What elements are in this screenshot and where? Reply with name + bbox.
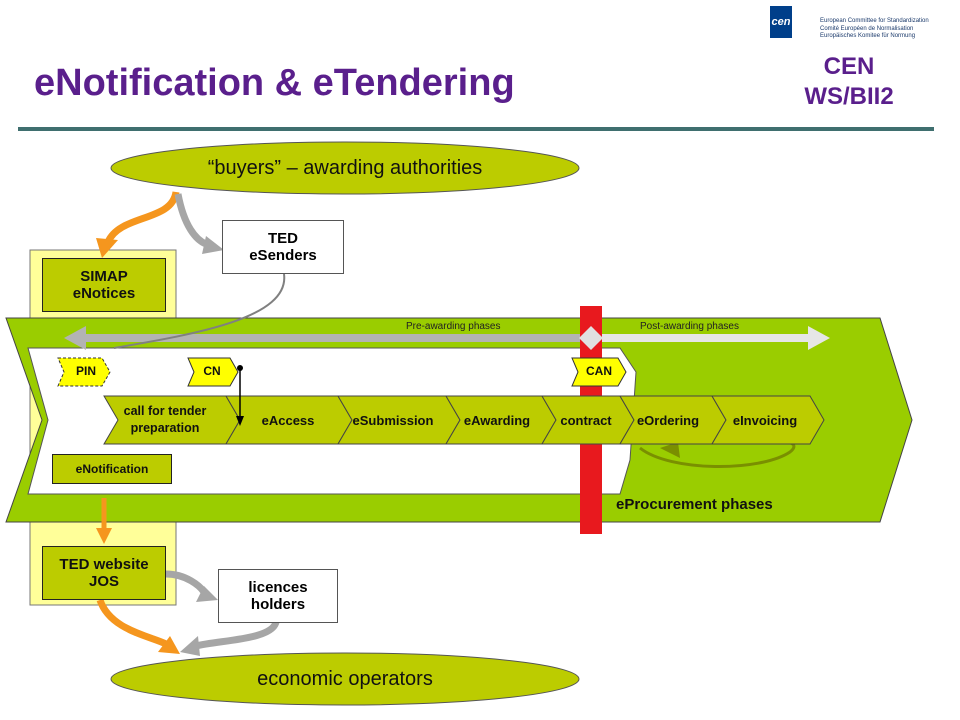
cen-organization-names: European Committee for Standardization C…: [820, 18, 960, 41]
ted-esenders-box: TED eSenders: [222, 220, 344, 274]
notice-can: CAN: [586, 364, 612, 378]
flow-ted-website-to-licences-head: [196, 586, 218, 602]
notice-shape-can: [571, 357, 627, 387]
ted-esenders-line2: eSenders: [249, 247, 317, 264]
ted-esenders-line1: TED: [268, 230, 298, 247]
simap-line2: eNotices: [72, 285, 136, 302]
step-call-for-tender-line2: preparation: [130, 421, 200, 435]
flow-ted-website-to-operators: [96, 598, 168, 648]
flow-licences-to-operators: [195, 620, 280, 650]
org-line-en: European Committee for Standardization: [820, 18, 929, 24]
flow-licences-to-operators-head: [180, 636, 200, 656]
pre-awarding-label: Pre-awarding phases: [406, 321, 501, 332]
ted-website-box: TED website JOS: [42, 546, 166, 600]
buyers-label: “buyers” – awarding authorities: [207, 156, 483, 179]
flow-buyers-to-ted: [174, 193, 208, 248]
cen-badge-line1: CEN: [823, 53, 875, 80]
org-line-de: Europäisches Komitee für Normung: [820, 33, 916, 39]
buyers-oval: “buyers” – awarding authorities: [111, 142, 579, 194]
cn-pointer-dot: [237, 365, 243, 371]
step-einvoicing: eInvoicing: [732, 413, 798, 428]
licences-box: licences holders: [218, 569, 338, 623]
title-divider: [18, 127, 934, 131]
notice-shape-cn: [187, 357, 239, 387]
cycle-arrowhead: [660, 442, 680, 458]
step-eaccess: eAccess: [261, 413, 315, 428]
phase-arrow-right-head: [808, 326, 830, 350]
notice-pin: PIN: [75, 364, 96, 378]
enotification-label: eNotification: [75, 462, 149, 476]
page-title: eNotification & eTendering: [34, 62, 515, 104]
phase-arrow-left-head: [64, 326, 86, 350]
step-esubmission: eSubmission: [352, 413, 434, 428]
step-shape-6: [711, 395, 825, 445]
award-divider-diamond: [579, 326, 603, 350]
flow-buyers-to-simap-head: [96, 238, 118, 258]
cen-badge: CEN WS/BII2: [790, 52, 908, 112]
licences-line1: licences: [248, 579, 308, 596]
cen-logo: cen: [770, 6, 792, 38]
licences-line2: holders: [250, 596, 306, 613]
simap-box: SIMAP eNotices: [42, 258, 166, 312]
ted-website-line2: JOS: [88, 573, 119, 590]
cen-badge-line2: WS/BII2: [804, 83, 894, 110]
buyers-oval-shape: [110, 141, 580, 195]
flow-buyers-to-simap: [104, 191, 180, 244]
post-awarding-label: Post-awarding phases: [640, 321, 739, 332]
notice-cn: CN: [203, 364, 221, 378]
step-eawarding: eAwarding: [463, 413, 531, 428]
step-eordering: eOrdering: [636, 413, 700, 428]
flow-enotification-to-ted-website-head: [96, 528, 112, 544]
step-call-for-tender: call for tender preparation: [100, 403, 230, 437]
step-contract: contract: [560, 413, 612, 428]
eprocurement-label: eProcurement phases: [616, 496, 773, 513]
operators-oval-shape: [110, 652, 580, 706]
notice-shape-pin: [57, 357, 111, 387]
ted-website-line1: TED website: [59, 556, 149, 573]
simap-line1: SIMAP: [80, 268, 128, 285]
flow-ted-to-pin: [113, 273, 286, 349]
step-call-for-tender-line1: call for tender: [123, 404, 207, 418]
enotification-box: eNotification: [52, 454, 172, 484]
org-line-fr: Comité Européen de Normalisation: [820, 25, 914, 32]
operators-label: economic operators: [257, 667, 433, 690]
operators-oval: economic operators: [111, 653, 579, 705]
cn-pointer-head: [236, 416, 244, 426]
flow-buyers-to-ted-head: [202, 236, 224, 254]
flow-ted-website-to-operators-head: [158, 636, 180, 654]
